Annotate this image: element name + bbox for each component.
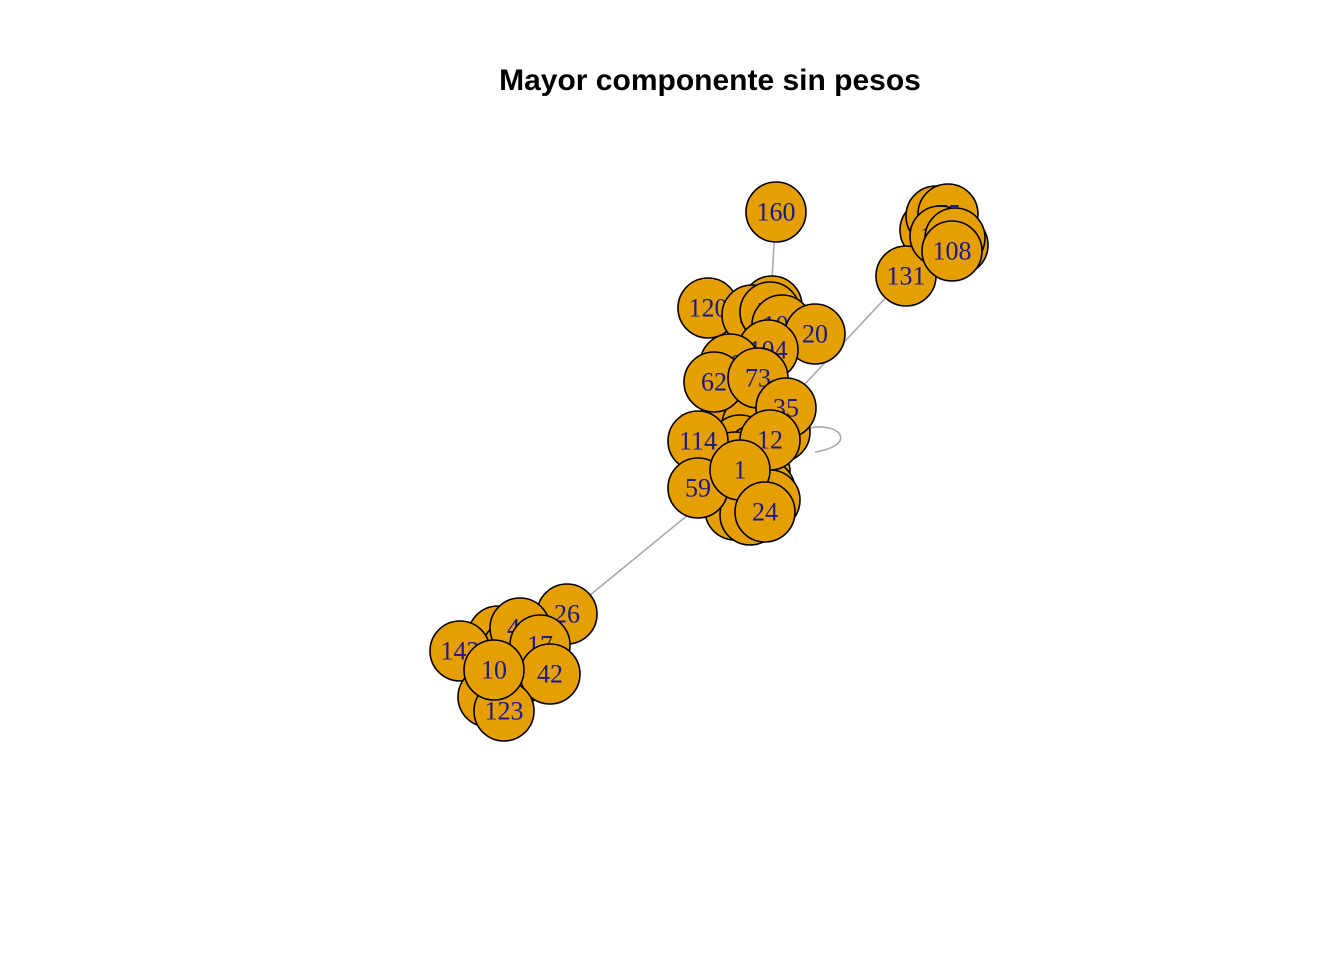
node-label: 59 — [685, 474, 711, 503]
node-24 — [734, 481, 796, 543]
node-label: 131 — [887, 262, 926, 291]
node-label: 62 — [701, 368, 727, 397]
node-label: 42 — [537, 660, 563, 689]
nodes-layer: 1601209778103201044062733511412591241314… — [429, 181, 989, 742]
self-loop-edge — [799, 426, 842, 453]
node-108 — [921, 220, 983, 282]
plot-title: Mayor componente sin pesos — [499, 64, 921, 97]
node-label: 1 — [734, 456, 747, 485]
node-label: 20 — [802, 320, 828, 349]
node-label: 24 — [752, 498, 778, 527]
node-label: 10 — [481, 656, 507, 685]
node-label: 160 — [757, 198, 796, 227]
node-160 — [745, 181, 807, 243]
node-label: 108 — [933, 237, 972, 266]
node-10 — [463, 639, 525, 701]
node-label: 120 — [689, 294, 728, 323]
node-label: 114 — [679, 427, 717, 456]
node-label: 123 — [485, 697, 524, 726]
